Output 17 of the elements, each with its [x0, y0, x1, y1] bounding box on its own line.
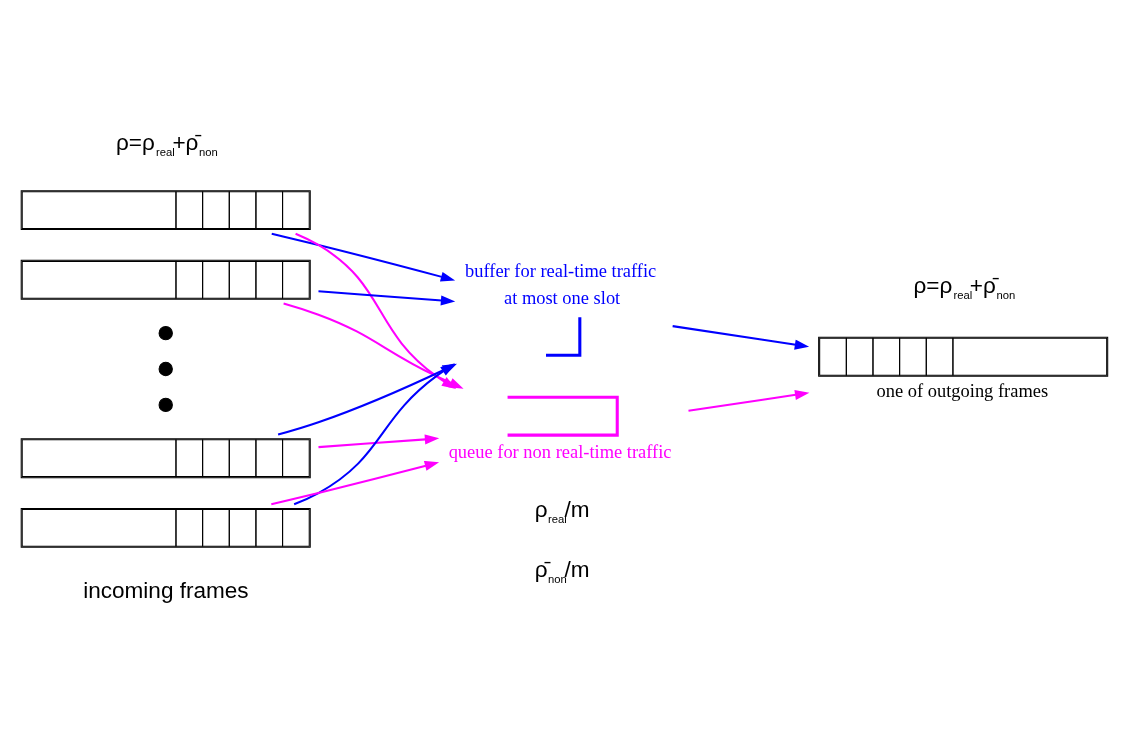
label: ρ̄$_{non}$/m: [534, 556, 590, 585]
label: ρ=ρ$_{real}$+ρ̄$_{non}$: [913, 272, 1016, 301]
node-label: one of outgoing frames: [876, 381, 1049, 402]
label: ρ$_{real}$/m: [534, 497, 590, 526]
arrow: [271, 461, 440, 506]
label: ρ=ρ$_{real}$+ρ̄$_{non}$: [116, 130, 218, 159]
node-circle: [158, 325, 173, 341]
node-text: buffer for real-time traffic at most one slot: [465, 261, 657, 308]
arrow: [672, 325, 810, 350]
node-text: queue for non real-time traffic: [448, 441, 672, 462]
node-circle: [158, 397, 173, 413]
arrow: [318, 290, 456, 306]
node-circle: [158, 361, 173, 377]
arrow: [688, 389, 810, 412]
arrow: [318, 434, 440, 449]
label: incoming frames: [83, 578, 249, 604]
arrow: [271, 232, 456, 282]
